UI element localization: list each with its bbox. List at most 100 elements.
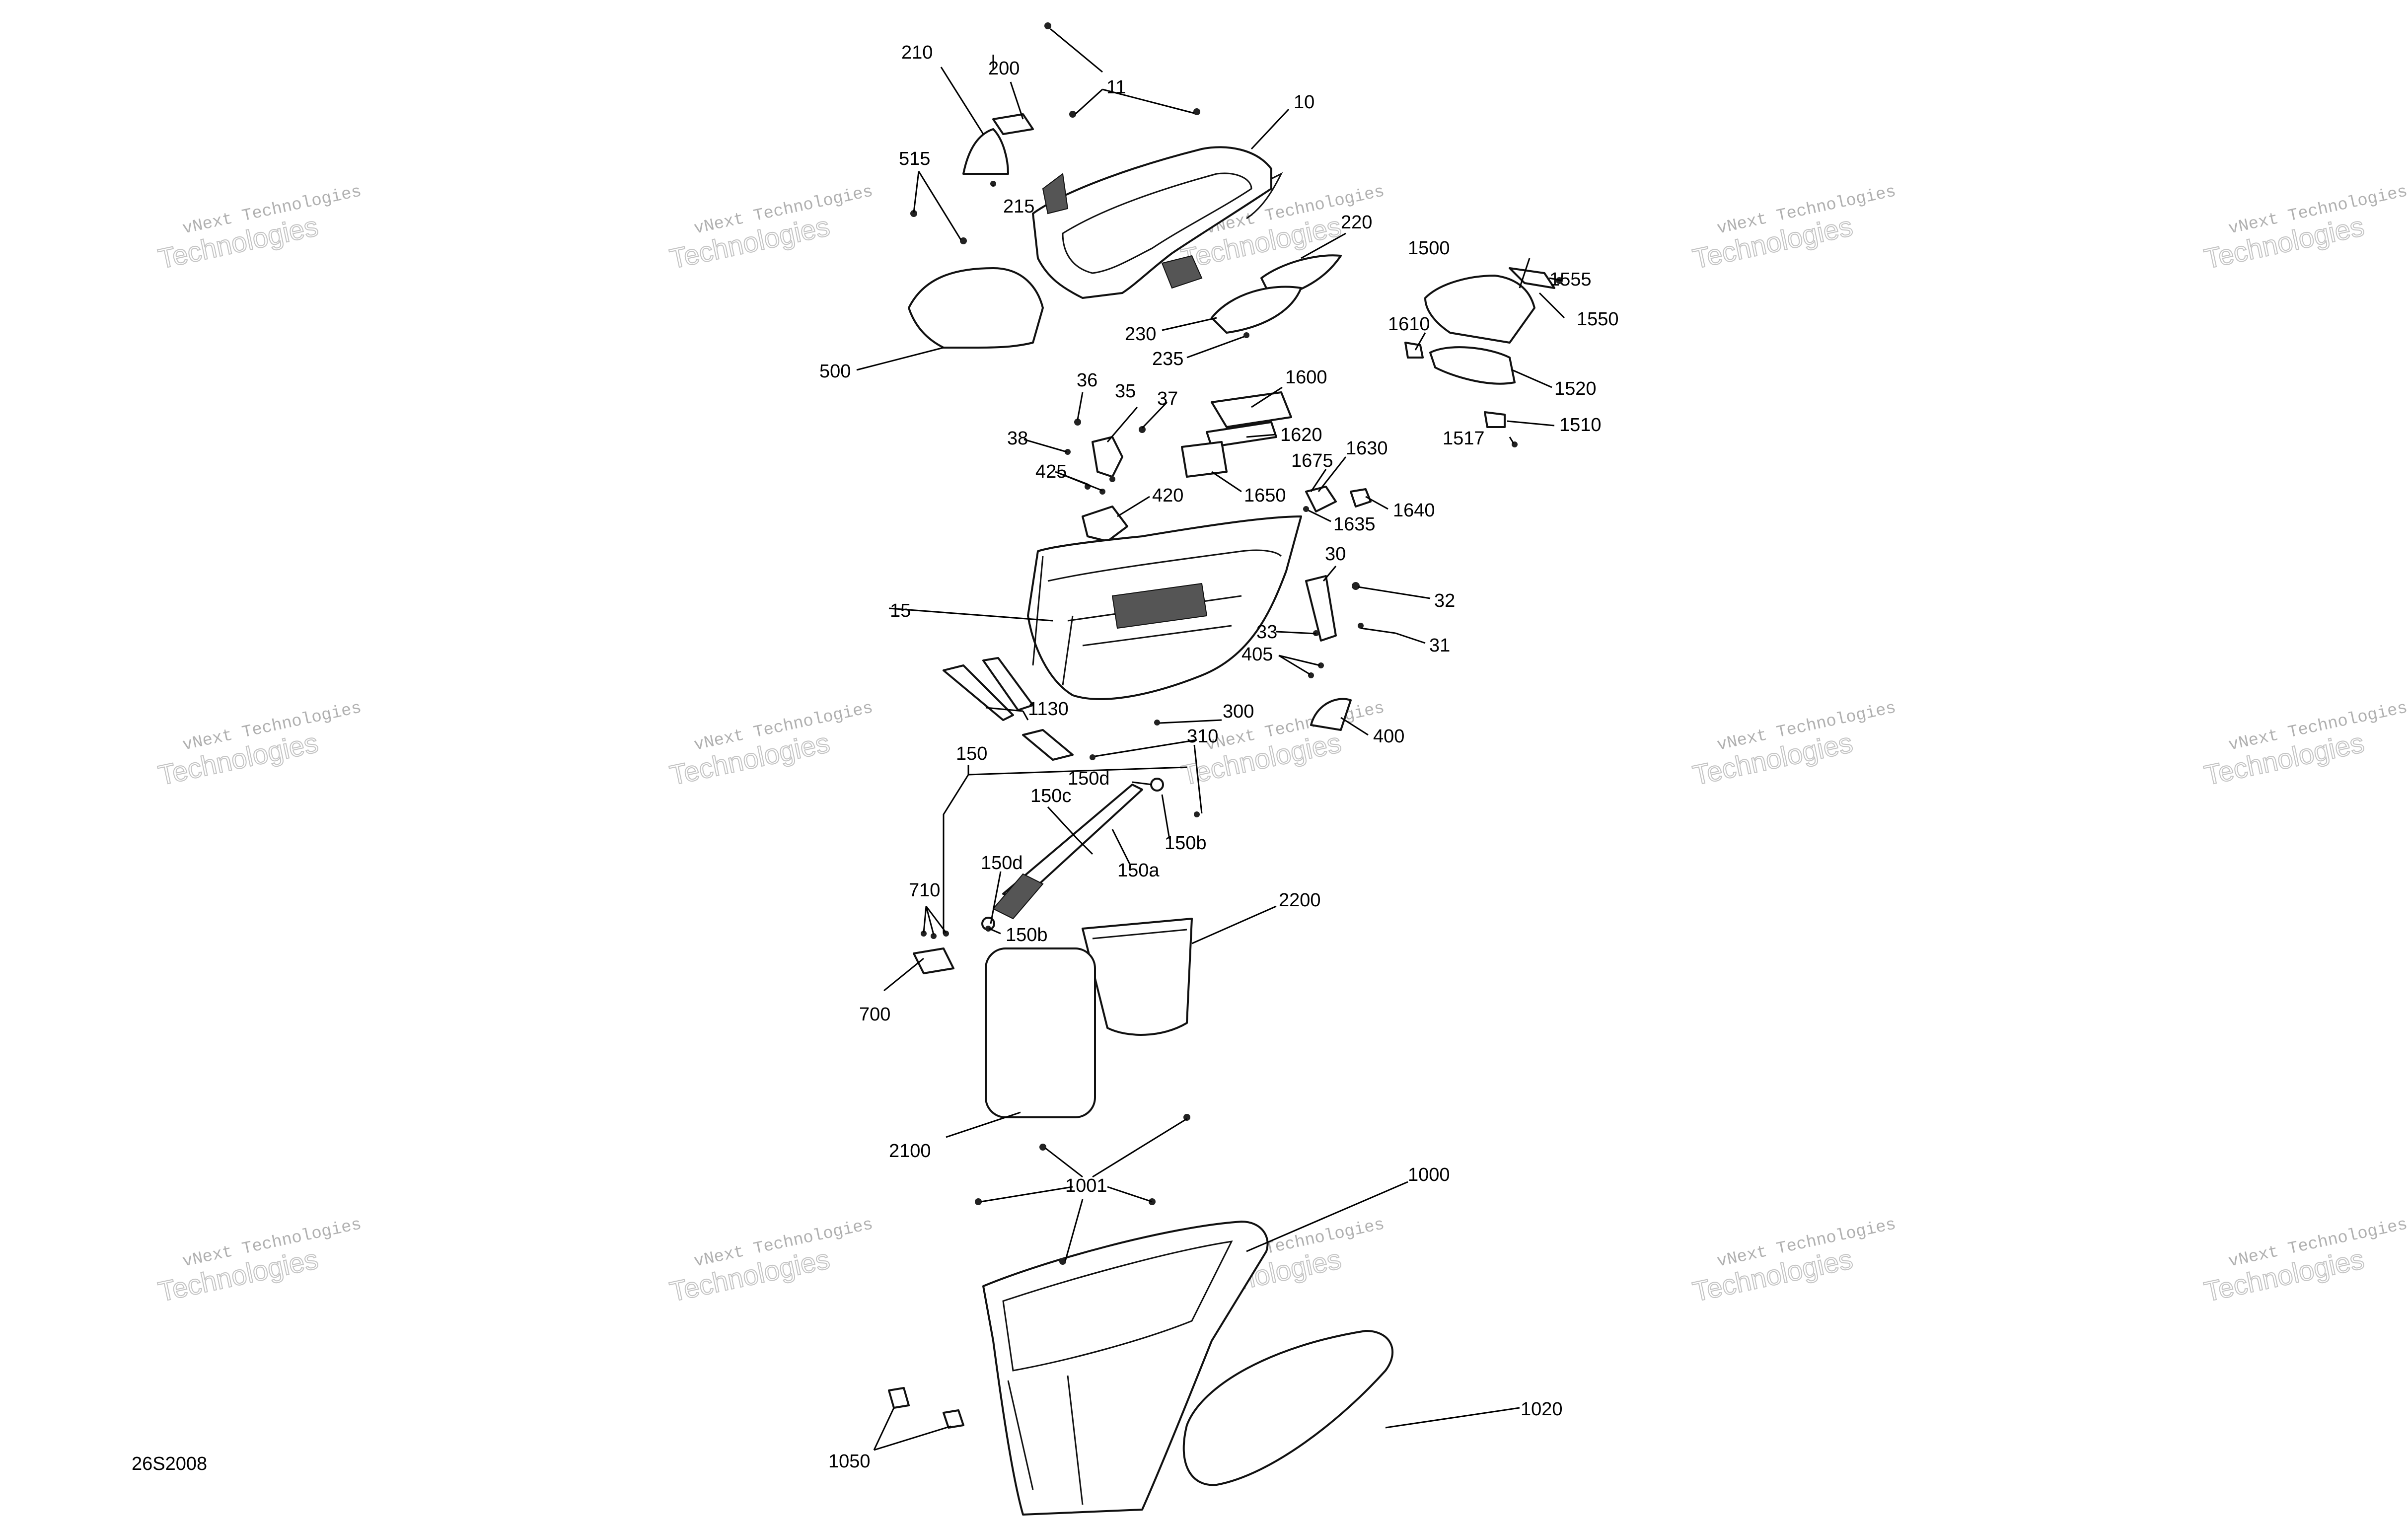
callout-515: 515 bbox=[899, 148, 930, 169]
callout-1510: 1510 bbox=[1559, 415, 1602, 436]
callout-32: 32 bbox=[1434, 590, 1455, 611]
part-1130-rail bbox=[1022, 729, 1074, 761]
callout-400: 400 bbox=[1373, 726, 1404, 747]
callout-150d-left: 150d bbox=[981, 853, 1023, 873]
part-1050-clip bbox=[943, 1409, 964, 1429]
part-1050-clip bbox=[888, 1387, 910, 1409]
callout-1020: 1020 bbox=[1521, 1399, 1563, 1420]
watermark: vNext Technologies Technologies bbox=[666, 699, 875, 792]
part-1000-lower-bin bbox=[982, 1221, 1269, 1516]
part-30-bracket bbox=[1305, 575, 1337, 642]
part-1550-bracket bbox=[1509, 267, 1555, 289]
watermark: vNext Technologies Technologies bbox=[2201, 1215, 2408, 1308]
parts bbox=[888, 22, 1563, 1516]
callout-310: 310 bbox=[1187, 726, 1218, 747]
callout-10: 10 bbox=[1294, 92, 1314, 113]
part-150-gas-strut bbox=[981, 778, 1164, 931]
callout-38: 38 bbox=[1007, 428, 1028, 449]
callout-235: 235 bbox=[1152, 349, 1183, 369]
callout-1520: 1520 bbox=[1554, 378, 1597, 399]
part-700-latch bbox=[913, 947, 954, 974]
callout-1630: 1630 bbox=[1346, 438, 1388, 459]
callout-1050: 1050 bbox=[828, 1451, 871, 1472]
callout-35: 35 bbox=[1115, 381, 1136, 402]
callout-700: 700 bbox=[859, 1004, 890, 1025]
watermark: vNext Technologies Technologies bbox=[2201, 699, 2408, 792]
callout-1635: 1635 bbox=[1333, 514, 1376, 535]
part-1640-bumper bbox=[1350, 488, 1372, 508]
part-400-latch bbox=[1310, 698, 1352, 731]
watermark: vNext Technologies Technologies bbox=[155, 699, 363, 792]
part-1130-rail bbox=[982, 657, 1034, 711]
watermark: vNext Technologies Technologies bbox=[155, 182, 363, 275]
watermark: vNext Technologies Technologies bbox=[666, 182, 875, 275]
part-230-panel bbox=[1211, 286, 1302, 334]
callout-1600: 1600 bbox=[1285, 367, 1327, 388]
callout-30: 30 bbox=[1325, 544, 1346, 565]
callout-1500: 1500 bbox=[1408, 238, 1450, 259]
part-10-seat-frame bbox=[1032, 146, 1283, 299]
part-35-latch bbox=[1092, 436, 1123, 478]
part-1520-seal bbox=[1429, 346, 1516, 385]
callout-150d-top: 150d bbox=[1068, 768, 1110, 789]
part-200-trim bbox=[992, 113, 1034, 135]
callout-1001: 1001 bbox=[1065, 1175, 1107, 1196]
callout-420: 420 bbox=[1152, 485, 1183, 506]
callout-11: 11 bbox=[1106, 77, 1126, 98]
part-1500-rear-housing bbox=[1424, 275, 1535, 344]
fasteners bbox=[910, 22, 1563, 1265]
callout-1000: 1000 bbox=[1408, 1164, 1450, 1185]
callout-150c: 150c bbox=[1030, 786, 1071, 806]
part-1630-latch bbox=[1305, 486, 1337, 512]
callout-33: 33 bbox=[1256, 622, 1277, 643]
callout-1555: 1555 bbox=[1549, 269, 1592, 290]
callout-150b-left: 150b bbox=[1006, 925, 1048, 945]
callout-1130: 1130 bbox=[1028, 699, 1069, 720]
part-420-hinge bbox=[1082, 506, 1128, 542]
callout-300: 300 bbox=[1223, 701, 1254, 722]
watermark: vNext Technologies Technologies bbox=[155, 1215, 363, 1308]
watermark: vNext Technologies Technologies bbox=[1689, 1215, 1897, 1308]
callout-500: 500 bbox=[819, 361, 851, 382]
part-1620-gasket bbox=[1206, 421, 1277, 448]
part-1510-clip bbox=[1484, 411, 1506, 428]
callout-230: 230 bbox=[1125, 324, 1156, 345]
callout-150: 150 bbox=[956, 743, 987, 764]
callout-1640: 1640 bbox=[1393, 500, 1435, 521]
callout-215: 215 bbox=[1003, 196, 1034, 217]
callout-220: 220 bbox=[1341, 212, 1372, 233]
part-500-front-cover bbox=[908, 267, 1044, 349]
callout-31: 31 bbox=[1429, 635, 1450, 656]
callout-1517: 1517 bbox=[1443, 428, 1485, 449]
watermark: vNext Technologies Technologies bbox=[666, 1215, 875, 1308]
callout-150a: 150a bbox=[1117, 860, 1160, 881]
callout-1550: 1550 bbox=[1577, 309, 1619, 330]
watermark: vNext Technologies Technologies bbox=[2201, 182, 2408, 275]
part-1600-plate bbox=[1211, 391, 1292, 428]
leader-lines bbox=[856, 28, 1565, 1451]
watermark: vNext Technologies Technologies bbox=[1689, 699, 1897, 792]
callout-710: 710 bbox=[909, 880, 940, 901]
callout-15: 15 bbox=[890, 600, 911, 621]
part-1130-rail bbox=[943, 664, 1014, 721]
part-2200-storage-bin bbox=[1082, 918, 1193, 1036]
callout-1675: 1675 bbox=[1291, 450, 1333, 471]
callout-1620: 1620 bbox=[1280, 425, 1322, 445]
watermarks: vNext Technologies Technologies vNext Te… bbox=[155, 182, 2408, 1308]
part-15-storage-tub bbox=[1027, 515, 1302, 700]
callout-36: 36 bbox=[1077, 370, 1097, 391]
callout-210: 210 bbox=[901, 42, 933, 63]
callout-200: 200 bbox=[988, 58, 1020, 79]
diagram-code: 26S2008 bbox=[132, 1453, 207, 1474]
part-2100-cushion bbox=[985, 947, 1096, 1118]
part-210-cover bbox=[962, 128, 1009, 175]
callout-2200: 2200 bbox=[1279, 890, 1321, 911]
callout-1610: 1610 bbox=[1388, 314, 1430, 335]
callout-37: 37 bbox=[1157, 388, 1178, 409]
watermark: vNext Technologies Technologies bbox=[1689, 182, 1897, 275]
part-1650-pad bbox=[1181, 441, 1228, 478]
callout-425: 425 bbox=[1035, 461, 1067, 482]
callout-labels: 11 10 210 200 515 215 220 230 235 500 15… bbox=[819, 42, 1619, 1472]
callout-150b-right: 150b bbox=[1165, 833, 1207, 854]
